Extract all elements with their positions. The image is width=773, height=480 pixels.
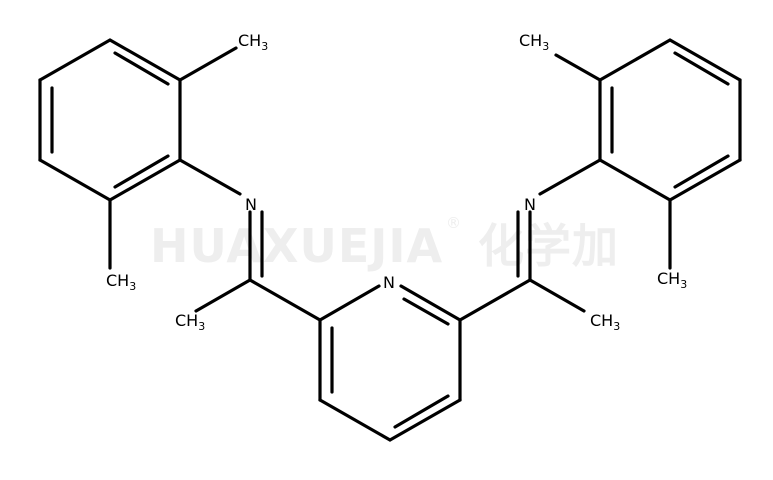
methyl-label-left-bottom-prefix: CH	[106, 271, 129, 290]
bond-left-aryl-to-n	[178, 158, 242, 196]
bond-pyridine-4	[388, 398, 462, 442]
bond-left-imine-to-pyridine	[248, 278, 322, 322]
methyl-label-left-bottom: CH3	[106, 271, 136, 293]
methyl-label-right-top-prefix: CH	[519, 31, 542, 50]
methyl-label-left-bottom-subscript: 3	[129, 280, 136, 293]
methyl-label-right-top: CH3	[519, 31, 549, 53]
bond-left-ring-3-inner	[113, 154, 170, 189]
methyl-label-left-top-subscript: 3	[261, 40, 268, 53]
bond-left-methyl-top	[178, 46, 238, 82]
bond-left-imine-methyl	[194, 278, 252, 313]
methyl-label-left-imine-prefix: CH	[175, 311, 198, 330]
bond-left-ring-1	[108, 38, 182, 82]
watermark-cjk-text: 化学加	[478, 219, 619, 273]
methyl-label-right-imine-subscript: 3	[613, 320, 620, 333]
bond-right-ring-2	[598, 38, 672, 82]
bond-right-ring-3-inner	[673, 51, 730, 86]
watermark-text: HUAXUEJIA	[150, 219, 443, 273]
pyridine-nitrogen-label: N	[383, 273, 395, 292]
bond-right-ring-5	[668, 158, 742, 202]
bond-pyridine-1	[318, 284, 381, 322]
methyl-label-right-bottom-prefix: CH	[657, 269, 680, 288]
methyl-label-left-imine-subscript: 3	[198, 320, 205, 333]
bond-pyridine-to-right-imine	[458, 278, 532, 322]
bond-right-imine-methyl	[528, 278, 586, 313]
methyl-label-left-top: CH3	[238, 31, 268, 53]
methyl-label-left-top-prefix: CH	[238, 31, 261, 50]
bond-pyridine-2	[399, 284, 462, 322]
bond-left-ring-1-inner	[113, 51, 170, 86]
atom-labels: N N N CH3 CH3 CH3 CH3 CH3 CH3	[106, 31, 687, 333]
methyl-label-right-imine: CH3	[590, 311, 620, 333]
bond-pyridine-4-inner	[393, 394, 450, 429]
watermark-registered-mark: ®	[446, 214, 461, 232]
bond-right-ring-5-inner	[673, 154, 730, 189]
bond-left-ring-6	[38, 38, 112, 82]
watermark: HUAXUEJIA ® 化学加	[150, 214, 619, 273]
imine-nitrogen-left-label: N	[245, 195, 257, 214]
methyl-label-right-imine-prefix: CH	[590, 311, 613, 330]
methyl-label-right-bottom: CH3	[657, 269, 687, 291]
bond-right-methyl-top	[554, 53, 602, 82]
bond-pyridine-2-inner	[402, 297, 450, 326]
imine-nitrogen-right-label: N	[524, 195, 536, 214]
bonds	[38, 38, 742, 442]
bond-right-n-to-aryl	[538, 158, 602, 196]
bond-left-ring-3	[108, 158, 182, 202]
bond-left-ring-4	[38, 158, 112, 202]
bond-right-ring-3	[668, 38, 742, 82]
bond-pyridine-5	[318, 398, 392, 442]
bond-right-ring-6	[598, 158, 672, 202]
methyl-label-right-top-subscript: 3	[542, 40, 549, 53]
methyl-label-left-imine: CH3	[175, 311, 205, 333]
methyl-label-right-bottom-subscript: 3	[680, 278, 687, 291]
